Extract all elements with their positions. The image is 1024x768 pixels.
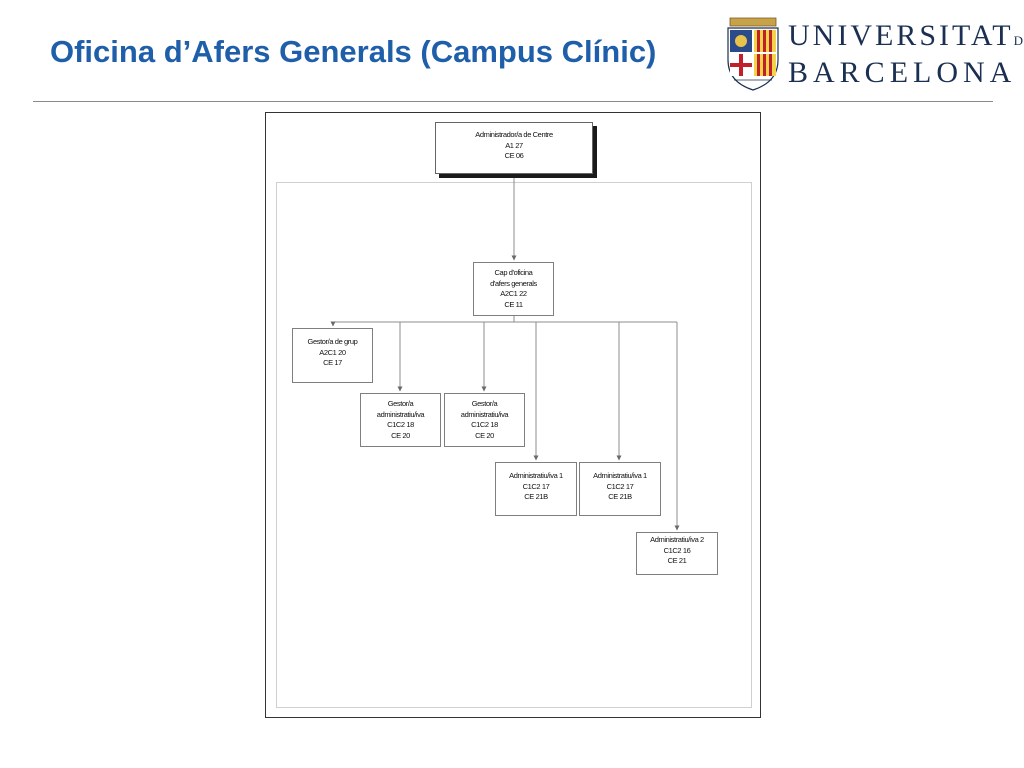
slide-title: Oficina d’Afers Generals (Campus Clínic) bbox=[50, 34, 657, 69]
node-line: Cap d'oficina bbox=[494, 268, 533, 277]
logo-line1-suffix: DE bbox=[1013, 33, 1024, 48]
university-shield-logo bbox=[727, 17, 779, 91]
node-line: C1C2 17 bbox=[606, 481, 634, 491]
node-line: A1 27 bbox=[505, 140, 523, 150]
node-line: administratiu/iva bbox=[460, 409, 509, 419]
node-line: A2C1 22 bbox=[500, 289, 527, 298]
node-line: A2C1 20 bbox=[319, 347, 346, 357]
org-node-gestor-grup: Gestor/a de grup A2C1 20 CE 17 bbox=[292, 328, 373, 383]
node-line: C1C2 17 bbox=[522, 481, 550, 491]
node-line: Gestor/a bbox=[471, 399, 498, 408]
node-line: CE 06 bbox=[504, 151, 524, 160]
org-node-gestor-admin-2: Gestor/a administratiu/iva C1C2 18 CE 20 bbox=[444, 393, 525, 447]
node-line: d'afers generals bbox=[490, 278, 537, 288]
org-node-administratiu-1b: Administratiu/iva 1 C1C2 17 CE 21B bbox=[579, 462, 661, 516]
org-node-administratiu-2: Administratiu/iva 2 C1C2 16 CE 21 bbox=[636, 532, 718, 575]
org-node-administratiu-1a: Administratiu/iva 1 C1C2 17 CE 21B bbox=[495, 462, 577, 516]
node-line: C1C2 16 bbox=[663, 545, 691, 555]
node-line: CE 21B bbox=[608, 492, 632, 501]
node-line: CE 17 bbox=[323, 358, 342, 367]
node-line: CE 20 bbox=[475, 430, 494, 440]
title-divider bbox=[33, 101, 993, 102]
university-logo-text: UNIVERSITATDE BARCELONA bbox=[788, 20, 1024, 89]
node-line: CE 11 bbox=[504, 299, 523, 309]
node-line: CE 21B bbox=[524, 492, 548, 501]
logo-line2: BARCELONA bbox=[788, 56, 1017, 89]
node-line: Gestor/a de grup bbox=[307, 337, 358, 346]
node-line: CE 21 bbox=[667, 556, 687, 565]
node-line: Gestor/a bbox=[387, 399, 414, 408]
node-line: Administratiu/iva 1 bbox=[509, 471, 563, 480]
org-node-administrador: Administrador/a de Centre A1 27 CE 06 bbox=[435, 122, 593, 174]
node-line: C1C2 18 bbox=[471, 420, 498, 429]
node-line: CE 20 bbox=[391, 430, 410, 440]
logo-line1: UNIVERSITAT bbox=[788, 19, 1014, 52]
org-node-gestor-admin-1: Gestor/a administratiu/iva C1C2 18 CE 20 bbox=[360, 393, 441, 447]
org-node-cap-oficina: Cap d'oficina d'afers generals A2C1 22 C… bbox=[473, 262, 554, 316]
node-line: administratiu/iva bbox=[376, 409, 425, 419]
node-line: Administratiu/iva 2 bbox=[650, 535, 704, 544]
node-line: Administrador/a de Centre bbox=[475, 130, 553, 139]
node-line: Administratiu/iva 1 bbox=[593, 471, 647, 480]
node-line: C1C2 18 bbox=[387, 420, 414, 429]
